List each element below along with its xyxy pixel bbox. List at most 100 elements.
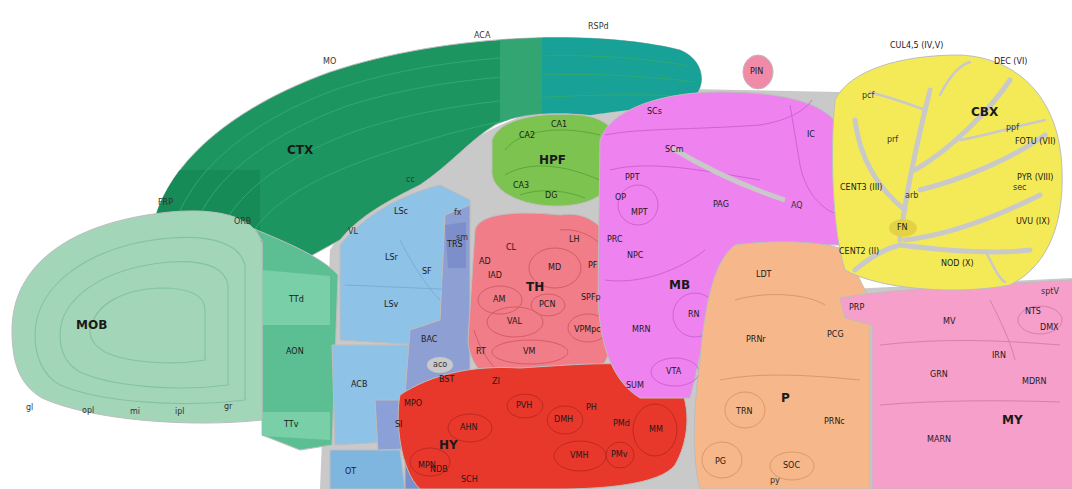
nucleus-label: PMd [611, 419, 634, 429]
nucleus-region: SF [420, 267, 436, 278]
nucleus-region: VM [521, 347, 540, 358]
nucleus-region: MPO [402, 399, 427, 410]
nucleus-label: TTv [282, 420, 303, 430]
nucleus-region: LDT [754, 270, 776, 281]
region-label: MOB [76, 319, 107, 331]
nucleus-region: CL [504, 243, 521, 254]
nucleus-region: TRN [734, 407, 757, 418]
nucleus-region: VMH [568, 451, 593, 462]
nucleus-region: DMH [552, 415, 578, 426]
nucleus-label: MV [941, 317, 960, 327]
nucleus-region: MPT [629, 208, 652, 219]
nucleus-region: NPC [625, 251, 648, 262]
nucleus-region: IC [805, 130, 819, 141]
nucleus-region: FN [895, 223, 912, 234]
structure-label: FRP [158, 199, 173, 207]
nucleus-region: PVH [514, 401, 537, 412]
region-label: MB [669, 279, 690, 291]
nucleus-region: UVU (IX) [1014, 217, 1054, 228]
nucleus-region: PH [584, 403, 601, 414]
nucleus-region: NTS [1023, 307, 1045, 318]
nucleus-label: PVH [514, 401, 537, 411]
nucleus-region: PPT [623, 173, 644, 184]
nucleus-region: ACB [349, 380, 372, 391]
nucleus-label: FN [895, 223, 912, 233]
structure-label: mi [130, 408, 140, 416]
nucleus-region: AON [284, 347, 308, 358]
nucleus-label: LDT [754, 270, 776, 280]
nucleus-region: SOC [781, 461, 804, 472]
brain-region: MYPRPMVNTSDMXIRNGRNMDRNMARN [832, 278, 1072, 489]
structure-label: py [770, 477, 780, 485]
nucleus-label: PPT [623, 173, 644, 183]
region-label: HY [439, 439, 458, 451]
nucleus-region: MM [647, 425, 667, 436]
nucleus-region: PAG [711, 200, 733, 211]
nucleus-label: UVU (IX) [1014, 217, 1054, 227]
nucleus-region: MARN [925, 435, 955, 446]
nucleus-region: LH [567, 235, 584, 246]
structure-label: pcf [862, 92, 874, 100]
nucleus-region: TTd [287, 295, 308, 306]
nucleus-region: DEC (VI) [992, 57, 1032, 68]
nucleus-label: PMv [609, 450, 632, 460]
nucleus-label: PCG [825, 330, 848, 340]
nucleus-label: CUL4,5 (IV,V) [888, 41, 948, 51]
nucleus-region: PRC [605, 235, 627, 246]
nucleus-label: MPT [629, 208, 652, 218]
structure-label: RSPd [588, 23, 609, 31]
nucleus-region: ZI [490, 377, 504, 388]
nucleus-region: FOTU (VII) [1013, 137, 1060, 148]
nucleus-label: AON [284, 347, 308, 357]
nucleus-label: DMX [1038, 323, 1063, 333]
nucleus-label: OP [613, 193, 631, 203]
nucleus-region: PF [586, 261, 602, 272]
nucleus-region: CA2 [517, 131, 540, 142]
nucleus-label: LH [567, 235, 584, 245]
nucleus-label: NOD (X) [939, 259, 978, 269]
nucleus-label: LSv [382, 300, 403, 310]
nucleus-label: SOC [781, 461, 804, 471]
nucleus-label: PH [584, 403, 601, 413]
region-label: HPF [539, 154, 566, 166]
nucleus-region: PMv [609, 450, 632, 461]
nucleus-region: VTA [664, 367, 686, 378]
nucleus-label: FOTU (VII) [1013, 137, 1060, 147]
nucleus-region: SCm [663, 145, 688, 156]
region-label: TH [526, 281, 544, 293]
nucleus-region: TTv [282, 420, 303, 431]
nucleus-label: PRNr [744, 335, 770, 345]
nucleus-region: CENT3 (III) [838, 183, 887, 194]
nucleus-region: RN [686, 310, 704, 321]
nucleus-region: CENT2 (II) [837, 247, 884, 258]
nucleus-label: IAD [486, 271, 506, 281]
nucleus-region: MD [546, 263, 566, 274]
region-label: CTX [287, 144, 313, 156]
structure-label: sm [456, 234, 468, 242]
nucleus-label: MPO [402, 399, 427, 409]
nucleus-label: OT [343, 467, 361, 477]
nucleus-region: LSr [383, 253, 402, 264]
nucleus-label: PG [713, 457, 731, 467]
brain-region: CTX [150, 28, 710, 263]
nucleus-label: ACB [349, 380, 372, 390]
nucleus-label: SCm [663, 145, 688, 155]
nucleus-label: CA1 [549, 120, 572, 130]
nucleus-label: VMH [568, 451, 593, 461]
nucleus-label: SUM [624, 381, 648, 391]
nucleus-region: LSc [392, 207, 412, 218]
nucleus-label: DG [543, 191, 562, 201]
nucleus-region: PRNr [744, 335, 770, 346]
nucleus-label: PCN [537, 300, 560, 310]
nucleus-label: VM [521, 347, 540, 357]
nucleus-region: AHN [458, 423, 482, 434]
nucleus-region: IRN [990, 351, 1010, 362]
nucleus-label: ZI [490, 377, 504, 387]
nucleus-region: NOD (X) [939, 259, 978, 270]
nucleus-region: SI [393, 420, 407, 431]
nucleus-label: VAL [505, 317, 526, 327]
nucleus-region: DMX [1038, 323, 1063, 334]
nucleus-region: OP [613, 193, 631, 204]
nucleus-region: DG [543, 191, 562, 202]
